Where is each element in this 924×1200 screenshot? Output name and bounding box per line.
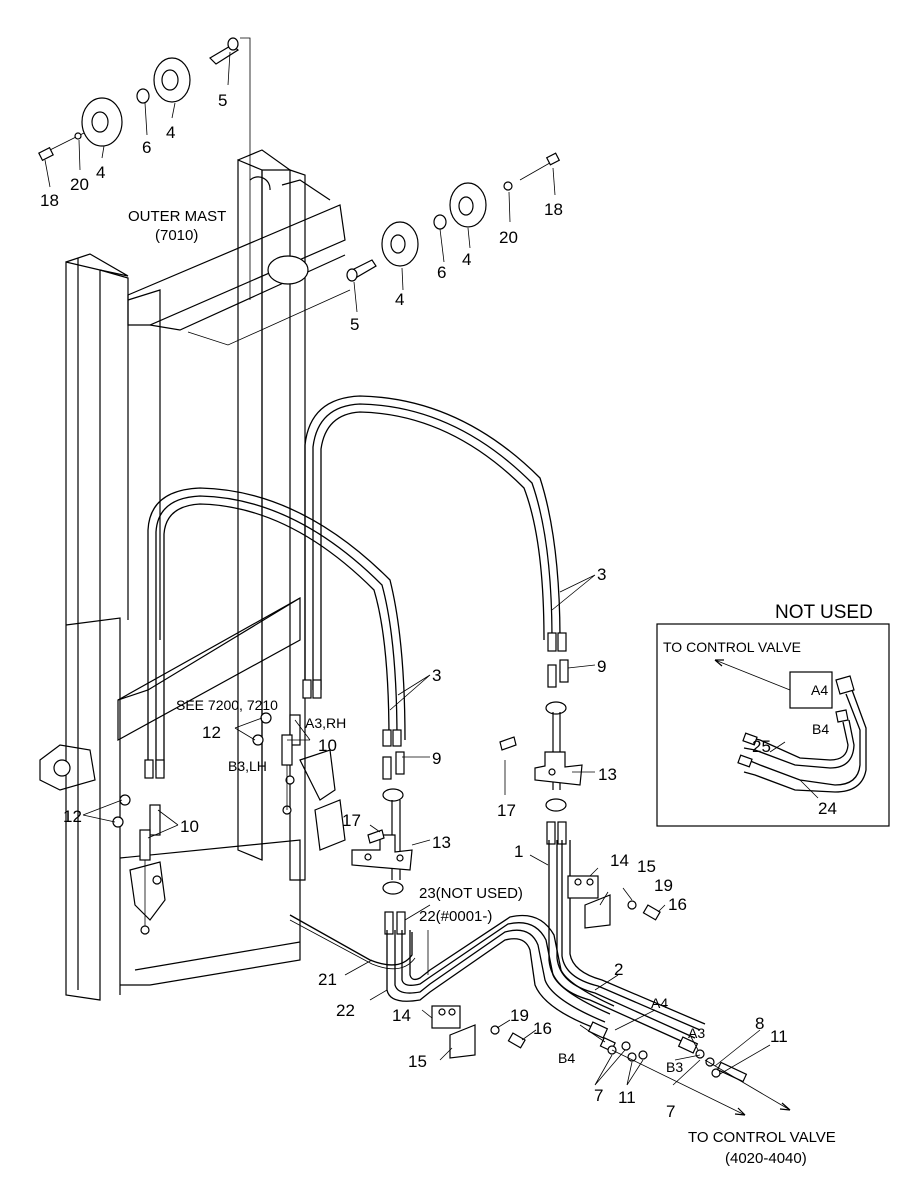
sheave-assembly-upper-right (346, 152, 561, 282)
callout-10: 10 (318, 736, 337, 755)
port-a4: A4 (651, 995, 668, 1011)
callout-9: 9 (597, 657, 606, 676)
center-tube-assembly (351, 729, 413, 935)
callout-17: 17 (342, 811, 361, 830)
callout-7: 7 (594, 1086, 603, 1105)
callout-20: 20 (70, 175, 89, 194)
callout-16: 16 (533, 1019, 552, 1038)
note-part23: 23(NOT USED) (419, 885, 523, 902)
callout-14: 14 (610, 851, 629, 870)
inset-not-used: NOT USED TO CONTROL VALVE A4 B4 25 24 (656, 602, 890, 827)
callout-10: 10 (180, 817, 199, 836)
hose-21 (289, 914, 413, 966)
callout-18: 18 (544, 200, 563, 219)
callout-1: 1 (514, 842, 523, 861)
to-control-valve-ref: (4020-4040) (725, 1150, 807, 1167)
callout-4: 4 (166, 123, 175, 142)
hose-loop-outer (304, 395, 561, 690)
callout-4: 4 (96, 163, 105, 182)
outer-mast (39, 149, 351, 1001)
port-b3: B3 (666, 1059, 683, 1075)
callout-19: 19 (510, 1006, 529, 1025)
callout-21: 21 (318, 970, 337, 989)
callout-2: 2 (614, 960, 623, 979)
inset-port-b4: B4 (812, 721, 829, 737)
callout-6: 6 (437, 263, 446, 282)
callout-12: 12 (63, 807, 82, 826)
port-a3: A3 (688, 1025, 705, 1041)
inset-title: NOT USED (775, 602, 873, 623)
callout-13: 13 (598, 765, 617, 784)
callout-6: 6 (142, 138, 151, 157)
callout-20: 20 (499, 228, 518, 247)
inset-port-a4: A4 (811, 682, 828, 698)
outer-mast-label: OUTER MAST (128, 208, 226, 225)
callout-15: 15 (637, 857, 656, 876)
port-b3-lh: B3,LH (228, 758, 267, 774)
callout-labels: 5 4 6 4 20 18 OUTER MAST (7010) 18 20 4 … (40, 91, 836, 1167)
hose-loop-inner (147, 487, 406, 770)
callout-11: 11 (618, 1088, 636, 1107)
callout-3: 3 (597, 565, 606, 584)
note-part22: 22(#0001-) (419, 908, 492, 925)
outer-mast-ref: (7010) (155, 227, 198, 244)
inset-frame (656, 623, 890, 827)
callout-16: 16 (668, 895, 687, 914)
callout-14: 14 (392, 1006, 411, 1025)
callout-9: 9 (432, 749, 441, 768)
leader-lines (44, 51, 771, 1086)
sheave-assembly-upper-left (38, 37, 240, 162)
inset-callout-25: 25 (752, 737, 771, 756)
callout-19: 19 (654, 876, 673, 895)
lower-connectors (587, 1021, 791, 1116)
inset-to-control-valve: TO CONTROL VALVE (663, 639, 801, 655)
inset-callout-24: 24 (818, 799, 837, 818)
tubes-22 (386, 914, 615, 1031)
callout-5: 5 (350, 315, 359, 334)
tubes-1-2 (548, 840, 706, 1046)
callout-7: 7 (666, 1102, 675, 1121)
callout-3: 3 (432, 666, 441, 685)
callout-18: 18 (40, 191, 59, 210)
callout-12: 12 (202, 723, 221, 742)
right-tube-assembly (499, 632, 583, 845)
hose-fittings-middle (252, 679, 322, 815)
callout-17: 17 (497, 801, 516, 820)
callout-8: 8 (755, 1014, 764, 1033)
callout-5: 5 (218, 91, 227, 110)
reference-line (240, 37, 251, 300)
callout-11: 11 (770, 1027, 788, 1046)
callout-4: 4 (462, 250, 471, 269)
see-ref-label: SEE 7200, 7210 (176, 697, 278, 713)
port-b4: B4 (558, 1050, 575, 1066)
callout-4: 4 (395, 290, 404, 309)
callout-15: 15 (408, 1052, 427, 1071)
hose-21-inner (289, 919, 416, 970)
port-a3-rh: A3,RH (305, 715, 346, 731)
to-control-valve-label: TO CONTROL VALVE (688, 1129, 836, 1146)
callout-13: 13 (432, 833, 451, 852)
callout-22: 22 (336, 1001, 355, 1020)
clamps (431, 875, 661, 1059)
